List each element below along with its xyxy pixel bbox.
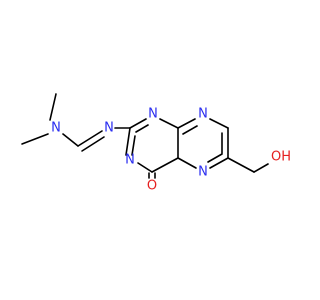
bond-c2-n1-inner [135,124,149,133]
bond-ch2-oh [253,163,269,173]
atom-n-imine: N [104,121,114,136]
bond-n5-c4a [177,157,197,169]
atom-o-carbonyl: O [147,179,157,194]
atom-n3: N [125,153,135,168]
bond-methine-imine-a [77,130,103,147]
bond-methine-imine-b [81,136,105,152]
bond-c2-n1 [129,118,147,129]
atom-n1: N [148,107,158,122]
atom-oh: OH [271,150,291,165]
bond-c4a-c4 [151,157,179,173]
bond-c6-ch2 [227,157,255,173]
bond-n3-c2 [125,127,131,156]
bond-n3-c2-inner [131,135,136,156]
atom-n5: N [198,165,208,180]
bond-c8a-n8 [177,118,196,129]
bond-n1-c8a [159,118,179,129]
molecule-diagram: N N N N N N O OH [21,93,291,194]
bond-c8a-n8-inner [182,125,198,135]
bond-c4-n3 [137,162,153,173]
bond-methyl-upper [49,93,57,121]
atom-n8: N [198,107,208,122]
bond-methyl-lower [21,133,49,145]
bond-amine-methine [62,133,79,147]
structure-svg: N N N N N N O OH [21,93,291,194]
bond-c6-n5-inner [207,153,223,163]
bond-c6-n5 [209,157,229,169]
atom-n-dimethylamino: N [51,121,61,136]
bond-n8-c7 [209,118,229,129]
